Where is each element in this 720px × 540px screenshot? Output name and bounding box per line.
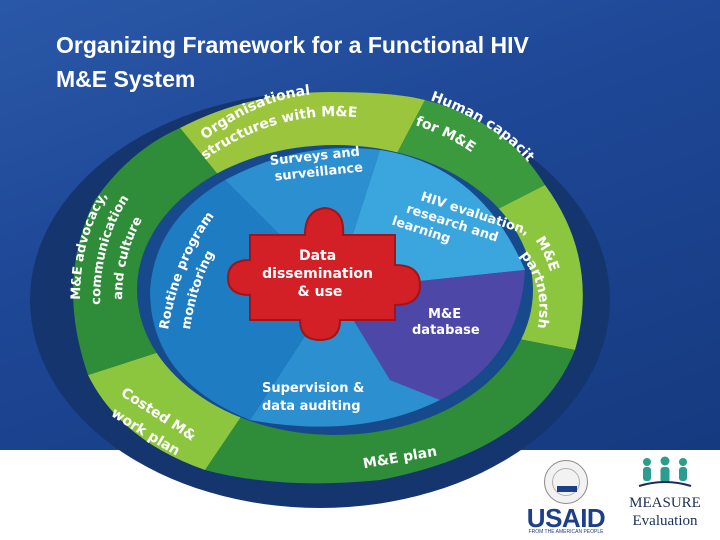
supervision-label-line1: Supervision & xyxy=(262,381,364,396)
center-label-line1: Data xyxy=(299,248,336,264)
measure-evaluation-logo: MEASURE Evaluation xyxy=(624,456,706,534)
center-label-line3: & use xyxy=(298,284,343,300)
usaid-seal-icon xyxy=(544,460,588,504)
inner-piece-supervision xyxy=(250,290,440,427)
center-piece-data-dissemination xyxy=(226,206,422,342)
svg-text:M&E database: M&E database xyxy=(412,307,480,338)
page-title: Organizing Framework for a Functional HI… xyxy=(56,28,696,96)
supervision-label-line2: data auditing xyxy=(262,399,361,414)
inner-piece-routine xyxy=(150,180,335,420)
center-label-line2: dissemination xyxy=(262,266,373,282)
svg-text:Supervision & data auditin: Supervision & data auditing xyxy=(262,381,369,414)
usaid-logo: USAID FROM THE AMERICAN PEOPLE xyxy=(516,460,616,535)
database-label-line1: M&E xyxy=(428,307,461,322)
measure-wordmark: MEASURE xyxy=(629,495,701,511)
people-group-icon xyxy=(638,456,692,487)
usaid-tagline: FROM THE AMERICAN PEOPLE xyxy=(528,529,604,535)
title-line2: M&E System xyxy=(56,66,196,92)
svg-text:Data dissemination & u: Data dissemination & use xyxy=(262,248,378,300)
database-label-line2: database xyxy=(412,323,480,338)
title-line1: Organizing Framework for a Functional HI… xyxy=(56,32,529,58)
usaid-wordmark: USAID xyxy=(526,503,606,533)
evaluation-wordmark: Evaluation xyxy=(632,513,698,529)
